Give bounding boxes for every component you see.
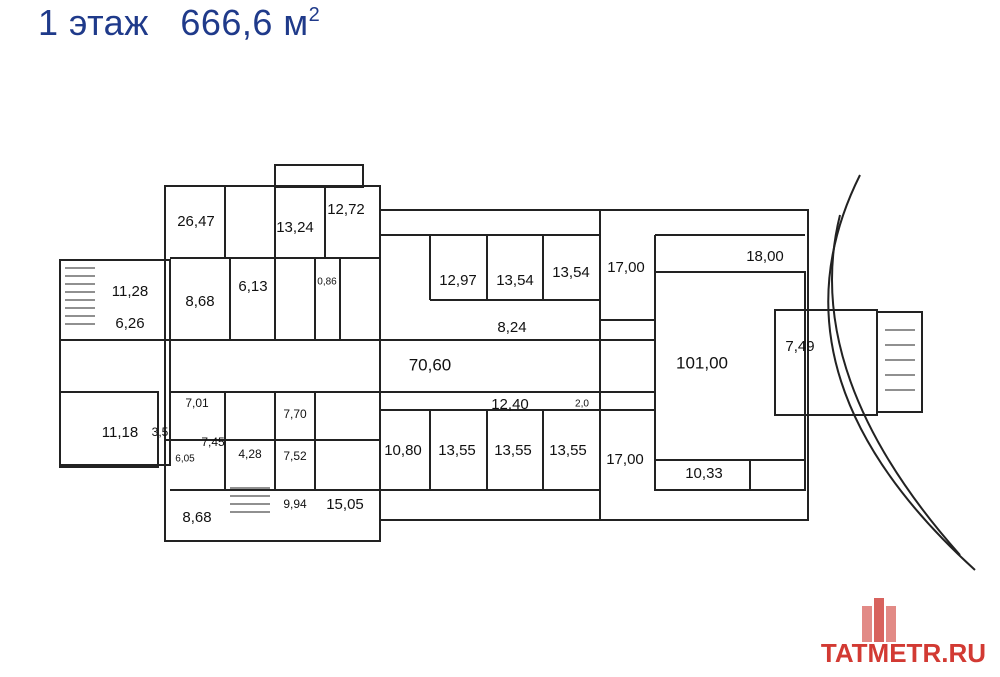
room-area-label: 6,26 <box>115 315 144 332</box>
entrance-vestibule <box>774 309 878 416</box>
room-area-label: 13,55 <box>438 442 476 459</box>
room-area-label: 11,18 <box>102 424 138 441</box>
room-area-label: 15,05 <box>326 496 364 513</box>
floor-area: 666,6 м <box>180 2 309 43</box>
room-area-label: 12,40 <box>491 396 529 413</box>
east-block <box>599 209 809 521</box>
walls <box>59 164 923 542</box>
room-area-label: 13,55 <box>549 442 587 459</box>
room-area-label: 0,86 <box>317 277 337 288</box>
room-area-label: 13,54 <box>552 264 590 281</box>
west-block-outline <box>164 185 381 542</box>
room-labels: 26,47 13,24 12,72 11,28 8,68 6,13 0,86 1… <box>102 201 815 526</box>
room-area-label: 6,05 <box>175 454 195 465</box>
room-area-label: 8,68 <box>182 509 211 526</box>
floor-title: 1 этаж 666,6 м2 <box>38 2 320 44</box>
watermark-text: TATMETR.RU <box>820 638 986 668</box>
room-area-label: 17,00 <box>607 259 645 276</box>
room-area-label: 70,60 <box>409 355 452 374</box>
stairs-hatching <box>65 267 915 513</box>
entrance-stairs <box>876 311 923 413</box>
hall-101 <box>654 271 806 491</box>
room-area-label: 3,5 <box>152 425 169 439</box>
room-area-label: 7,45 <box>201 435 225 449</box>
room-area-label: 2,0 <box>575 399 589 410</box>
room-area-label: 13,55 <box>494 442 532 459</box>
room-area-label: 12,72 <box>327 201 365 218</box>
room-area-label: 13,24 <box>276 219 314 236</box>
room-area-label: 4,28 <box>238 447 262 461</box>
room-area-label: 7,70 <box>283 407 307 421</box>
room-area-label: 17,00 <box>606 451 644 468</box>
room-area-label: 7,52 <box>283 449 307 463</box>
floor-number: 1 этаж <box>38 2 149 43</box>
room-area-label: 101,00 <box>676 353 728 372</box>
west-wing-lower <box>59 339 171 466</box>
room-area-label: 8,68 <box>185 293 214 310</box>
area-unit-superscript: 2 <box>308 4 321 26</box>
curved-terrace <box>827 174 976 571</box>
room-area-label: 13,54 <box>496 272 534 289</box>
room-area-label: 8,24 <box>497 319 526 336</box>
room-area-label: 26,47 <box>177 213 215 230</box>
watermark-logo-icon <box>862 598 896 642</box>
room-area-label: 9,94 <box>283 497 307 511</box>
room-area-label: 10,33 <box>685 465 723 482</box>
west-wing-rooms <box>59 391 159 468</box>
room-area-label: 7,01 <box>185 396 209 410</box>
room-area-label: 11,28 <box>112 283 148 300</box>
room-area-label: 7,49 <box>785 338 814 355</box>
north-bay-outline <box>274 164 364 188</box>
room-area-label: 18,00 <box>746 248 784 265</box>
room-area-label: 12,97 <box>439 272 477 289</box>
room-area-label: 6,13 <box>238 278 267 295</box>
room-area-label: 10,80 <box>384 442 422 459</box>
